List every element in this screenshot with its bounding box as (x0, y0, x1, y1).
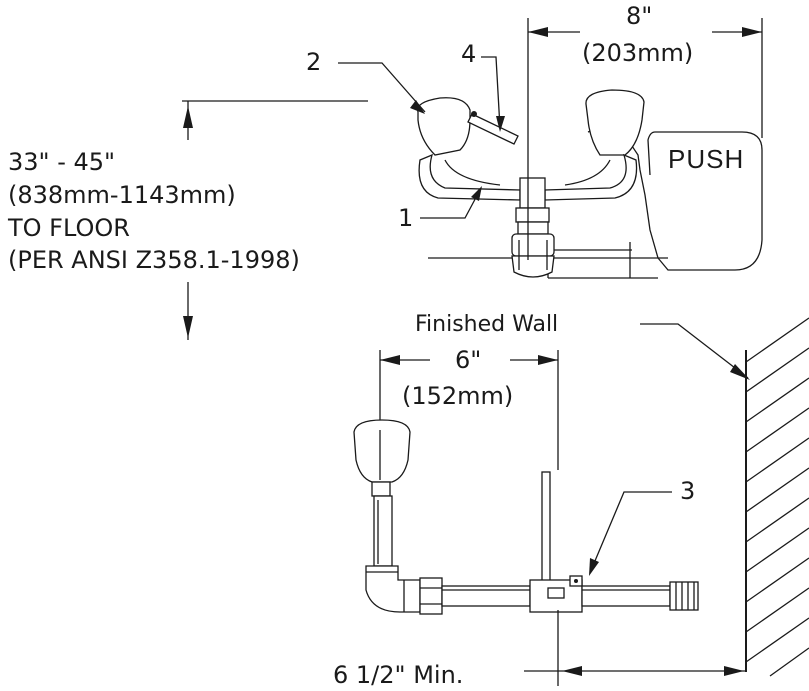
left-spray-head (417, 97, 471, 156)
dim-depth-mm: (152mm) (402, 382, 513, 410)
height-line-2: (838mm-1143mm) (8, 181, 236, 209)
dim-width-mm: (203mm) (582, 39, 693, 67)
min-clearance-label: 6 1/2" Min. (333, 661, 463, 689)
callout-1: 1 (398, 204, 413, 232)
elbow-fitting (365, 565, 421, 613)
callout-2: 2 (306, 48, 321, 76)
right-spray-head (585, 89, 645, 156)
dust-cover (467, 113, 519, 145)
finished-wall: Finished Wall (415, 312, 809, 677)
yoke-arm (418, 153, 521, 201)
height-line-1: 33" - 45" (8, 148, 115, 176)
height-dimension: 33" - 45" (838mm-1143mm) TO FLOOR (PER A… (7, 100, 368, 340)
callout-4: 4 (461, 40, 476, 68)
front-elevation: PUSH 8" (203mm) (306, 2, 763, 279)
wall-hatching (745, 317, 809, 677)
side-push-flag (541, 471, 551, 585)
side-spray-head (353, 419, 411, 483)
height-line-3: TO FLOOR (7, 214, 130, 242)
height-line-4: (PER ANSI Z358.1-1998) (8, 246, 300, 274)
push-sign-text: PUSH (668, 144, 744, 174)
side-elevation: 6" (152mm) 3 (333, 346, 746, 689)
dim-width-inches: 8" (626, 2, 652, 30)
finished-wall-label: Finished Wall (415, 312, 558, 337)
callout-3: 3 (680, 477, 695, 505)
dim-depth-inches: 6" (455, 346, 481, 374)
